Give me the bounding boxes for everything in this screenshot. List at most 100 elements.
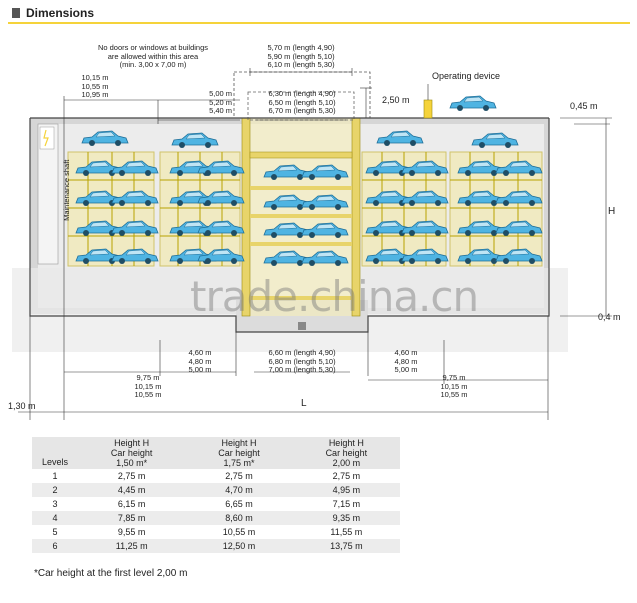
table-cell: 1 xyxy=(32,469,78,483)
table-row: 6 11,25 m 12,50 m 13,75 m xyxy=(32,539,400,553)
inner-top-line: 6,30 m (length 4,90) xyxy=(268,89,336,98)
section-title: Dimensions xyxy=(26,6,95,20)
table-cell: 7,15 m xyxy=(292,497,400,511)
bottom-left-dims: 4,60 m 4,80 m 5,00 m xyxy=(180,348,220,375)
bottom-left-dim-line: 4,60 m xyxy=(188,348,212,357)
left-top-length-line: 10,95 m xyxy=(81,90,109,99)
header-line: Car height xyxy=(110,448,153,458)
table-cell: 9,35 m xyxy=(292,511,400,525)
bottom-center-dim-line: 6,60 m (length 4,90) xyxy=(268,348,336,357)
top-width-line: 6,10 m (length 5,30) xyxy=(267,60,335,69)
mid-left-top-label: 5,00 m 5,20 m 5,40 m xyxy=(172,89,232,116)
bottom-center-dim-line: 6,80 m (length 5,10) xyxy=(268,356,336,366)
mid-left-top-line: 5,00 m xyxy=(209,89,232,98)
table-row: 2 4,45 m 4,70 m 4,95 m xyxy=(32,483,400,497)
table-cell: 6,15 m xyxy=(78,497,186,511)
table-cell: 10,55 m xyxy=(185,525,293,539)
pit-outline xyxy=(29,118,550,333)
inner-top-label: 6,30 m (length 4,90) 6,50 m (length 5,10… xyxy=(252,89,352,116)
top-width-line: 5,90 m (length 5,10) xyxy=(267,51,335,61)
table-row: 3 6,15 m 6,65 m 7,15 m xyxy=(32,497,400,511)
bottom-right-long-line: 10,55 m xyxy=(440,390,468,399)
maintenance-shaft xyxy=(37,123,59,265)
footnote: *Car height at the first level 2,00 m xyxy=(34,568,188,579)
height-250-label: 2,50 m xyxy=(382,95,410,105)
height-table: Levels Height H Car height 1,50 m* Heigh… xyxy=(32,437,400,553)
bottom-right-dim-line: 4,80 m xyxy=(394,356,418,366)
table-cell: 6 xyxy=(32,539,78,553)
section-header: Dimensions xyxy=(8,6,630,24)
header-line: 1,50 m* xyxy=(116,458,148,468)
bottom-right-dim-line: 4,60 m xyxy=(394,348,418,357)
no-door-note: No doors or windows at buildings are all… xyxy=(88,43,218,70)
bottom-right-dim-line: 5,00 m xyxy=(394,365,418,374)
table-cell: 11,55 m xyxy=(292,525,400,539)
header-line: Height H xyxy=(328,438,364,448)
table-cell: 4,95 m xyxy=(292,483,400,497)
table-cell: 8,60 m xyxy=(185,511,293,525)
left-top-length-line: 10,15 m xyxy=(81,73,109,82)
bottom-left-long-line: 9,75 m xyxy=(136,373,160,382)
inner-top-line: 6,50 m (length 5,10) xyxy=(268,97,336,107)
parking-system-diagram: No doors or windows at buildings are all… xyxy=(8,43,621,420)
height-H-label: H xyxy=(608,206,616,217)
bottom-right-dims: 4,60 m 4,80 m 5,00 m xyxy=(386,348,426,375)
pit-depth-label: 0,4 m xyxy=(598,312,621,322)
table-cell: 2 xyxy=(32,483,78,497)
maintenance-shaft-label: Maintenance shaft xyxy=(61,159,71,221)
height-045-label: 0,45 m xyxy=(570,101,598,111)
header-line: Car height xyxy=(325,448,368,458)
table-cell: 7,85 m xyxy=(78,511,186,525)
header-line: 1,75 m* xyxy=(223,458,255,468)
no-door-note-line: No doors or windows at buildings xyxy=(97,43,209,52)
table-cell: 11,25 m xyxy=(78,539,186,553)
table-cell: 12,50 m xyxy=(185,539,293,553)
lift-tower xyxy=(241,91,361,330)
length-L-label: L xyxy=(301,398,307,409)
table-cell: 4,45 m xyxy=(78,483,186,497)
diagram-drawing xyxy=(12,68,612,420)
mid-left-top-line: 5,40 m xyxy=(209,106,232,115)
header-line: Car height xyxy=(218,448,260,458)
left-top-length-label: 10,15 m 10,55 m 10,95 m xyxy=(66,73,124,100)
header-col-200: Height H Car height 2,00 m xyxy=(292,437,400,469)
table-row: 5 9,55 m 10,55 m 11,55 m xyxy=(32,525,400,539)
table-row: 1 2,75 m 2,75 m 2,75 m xyxy=(32,469,400,483)
table-cell: 9,55 m xyxy=(78,525,186,539)
dimension-lines xyxy=(18,68,612,420)
header-line: Height H xyxy=(221,438,257,448)
mid-left-top-line: 5,20 m xyxy=(209,97,232,107)
top-width-label: 5,70 m (length 4,90) 5,90 m (length 5,10… xyxy=(244,43,358,70)
table-cell: 4,70 m xyxy=(185,483,293,497)
header-col-150: Height H Car height 1,50 m* xyxy=(78,437,186,469)
bottom-left-long-line: 10,15 m xyxy=(134,381,162,391)
bottom-left-long-dims: 9,75 m 10,15 m 10,55 m xyxy=(126,373,170,400)
inner-top-line: 6,70 m (length 5,30) xyxy=(268,106,336,115)
header-line: 2,00 m xyxy=(332,458,361,468)
header-levels: Levels xyxy=(32,437,78,469)
no-door-note-line: are allowed within this area xyxy=(107,51,199,61)
table-cell: 2,75 m xyxy=(185,469,293,483)
left-top-length-line: 10,55 m xyxy=(81,81,109,91)
bottom-right-long-line: 9,75 m xyxy=(442,373,466,382)
bottom-center-dim-line: 7,00 m (length 5,30) xyxy=(268,365,336,374)
bottom-left-dim-line: 4,80 m xyxy=(188,356,212,366)
header-col-175: Height H Car height 1,75 m* xyxy=(185,437,293,469)
table-cell: 5 xyxy=(32,525,78,539)
watermark: trade.china.cn xyxy=(190,272,479,321)
operating-device-label: Operating device xyxy=(432,71,501,81)
header-line: Levels xyxy=(41,457,68,467)
table-cell: 6,65 m xyxy=(185,497,293,511)
table-cell: 4 xyxy=(32,511,78,525)
table-row: 4 7,85 m 8,60 m 9,35 m xyxy=(32,511,400,525)
operating-device xyxy=(423,99,433,119)
header-line: Height H xyxy=(114,438,150,448)
header-underline xyxy=(8,22,630,24)
table-cell: 2,75 m xyxy=(78,469,186,483)
left-130-label: 1,30 m xyxy=(8,401,36,411)
bottom-right-long-dims: 9,75 m 10,15 m 10,55 m xyxy=(432,373,476,400)
table-cell: 13,75 m xyxy=(292,539,400,553)
bottom-center-dims: 6,60 m (length 4,90) 6,80 m (length 5,10… xyxy=(250,348,354,375)
table-cell: 2,75 m xyxy=(292,469,400,483)
header-square-icon xyxy=(12,8,20,18)
